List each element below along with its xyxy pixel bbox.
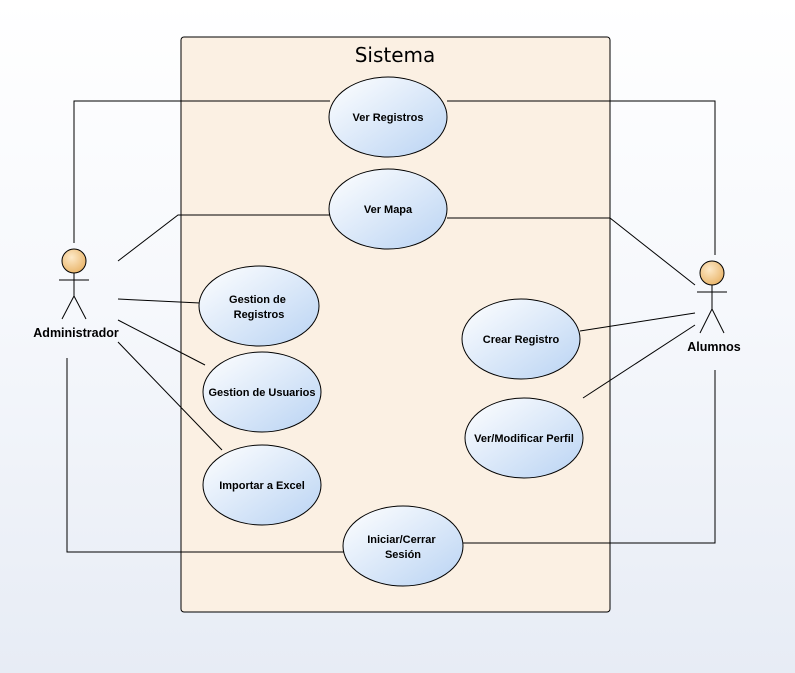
actor-leg-left xyxy=(61,295,75,320)
assoc-alumnos-ver-perfil[interactable] xyxy=(582,324,696,399)
svg-text:Crear Registro: Crear Registro xyxy=(483,334,560,346)
actor-alumnos[interactable] xyxy=(697,260,727,334)
actor-head xyxy=(61,248,87,274)
assoc-alumnos-ver-registros[interactable] xyxy=(447,100,716,255)
svg-text:Iniciar/Cerrar Sesión: Iniciar/Cerrar Sesión xyxy=(367,534,439,561)
actor-label-administrador: Administrador xyxy=(33,326,119,340)
svg-text:Ver/Modificar Perfil: Ver/Modificar Perfil xyxy=(474,433,574,445)
assoc-admin-gestion-usuarios[interactable] xyxy=(117,319,206,366)
use-case-gestion-usuarios[interactable]: Gestion de Usuarios xyxy=(202,351,322,433)
use-case-ver-modificar-perfil[interactable]: Ver/Modificar Perfil xyxy=(464,397,584,479)
use-case-crear-registro[interactable]: Crear Registro xyxy=(461,298,581,380)
assoc-alumnos-crear-registro[interactable] xyxy=(579,312,696,332)
svg-text:Gestion de Registros: Gestion de Registros xyxy=(229,294,289,321)
assoc-admin-ver-mapa[interactable] xyxy=(117,214,330,262)
assoc-admin-ver-registros[interactable] xyxy=(73,100,330,243)
assoc-alumnos-ver-mapa[interactable] xyxy=(447,217,696,286)
use-case-label: Registros xyxy=(234,309,285,321)
assoc-admin-importar-excel[interactable] xyxy=(117,341,223,451)
actor-administrador[interactable] xyxy=(59,248,89,320)
use-case-label: Sesión xyxy=(385,549,421,561)
use-case-gestion-registros[interactable]: Gestion de Registros xyxy=(198,265,320,347)
actor-leg-right xyxy=(711,308,725,334)
system-title: Sistema xyxy=(355,43,436,67)
svg-text:Ver Registros: Ver Registros xyxy=(353,112,424,124)
use-case-ver-mapa[interactable]: Ver Mapa xyxy=(328,168,448,250)
use-case-ver-registros[interactable]: Ver Registros xyxy=(328,76,448,158)
use-case-label: Crear Registro xyxy=(483,334,560,346)
use-case-label: Gestion de Usuarios xyxy=(209,387,316,399)
use-case-label: Gestion de xyxy=(229,294,286,306)
actor-head xyxy=(699,260,725,286)
use-case-label: Ver Mapa xyxy=(364,204,413,216)
use-case-label: Ver/Modificar Perfil xyxy=(474,433,574,445)
assoc-alumnos-iniciar-sesion[interactable] xyxy=(463,370,716,544)
use-case-label: Ver Registros xyxy=(353,112,424,124)
svg-text:Ver Mapa: Ver Mapa xyxy=(364,204,413,216)
use-case-importar-excel[interactable]: Importar a Excel xyxy=(202,444,322,526)
svg-text:Importar a Excel: Importar a Excel xyxy=(219,480,305,492)
actor-leg-left xyxy=(699,308,713,334)
assoc-admin-iniciar-sesion[interactable] xyxy=(66,358,344,553)
assoc-admin-gestion-registros[interactable] xyxy=(117,298,201,304)
svg-text:Gestion de Usuarios: Gestion de Usuarios xyxy=(209,387,316,399)
use-case-iniciar-cerrar-sesion[interactable]: Iniciar/Cerrar Sesión xyxy=(342,505,464,587)
use-case-label: Iniciar/Cerrar xyxy=(367,534,436,546)
actor-leg-right xyxy=(73,295,87,320)
actor-label-alumnos: Alumnos xyxy=(687,340,741,354)
use-case-label: Importar a Excel xyxy=(219,480,305,492)
associations xyxy=(66,100,716,553)
